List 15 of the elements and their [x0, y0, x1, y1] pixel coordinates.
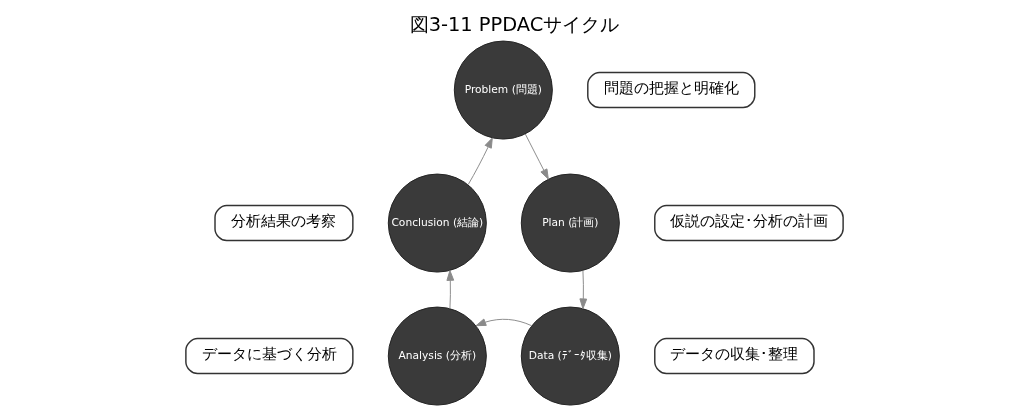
node-box: 分析結果の考察: [214, 204, 354, 242]
node-box: 仮説の設定･分析の計画: [654, 204, 844, 242]
node-circle: Data (ﾃﾞｰﾀ収集): [520, 306, 620, 406]
diagram-title: 図3-11 PPDACサイクル: [409, 13, 620, 37]
arrow: [524, 133, 549, 180]
arrow: [446, 270, 455, 310]
node-box: データの収集･整理: [654, 337, 815, 375]
node-circle: Problem (問題): [453, 40, 553, 140]
node-circle: Plan (計画): [520, 173, 620, 273]
node-box: 問題の把握と明確化: [587, 71, 756, 109]
arrow: [475, 318, 533, 327]
node-box: データに基づく分析: [185, 337, 354, 375]
arrow: [467, 137, 493, 185]
node-circle: Conclusion (結論): [387, 173, 487, 273]
arrow: [579, 270, 588, 310]
